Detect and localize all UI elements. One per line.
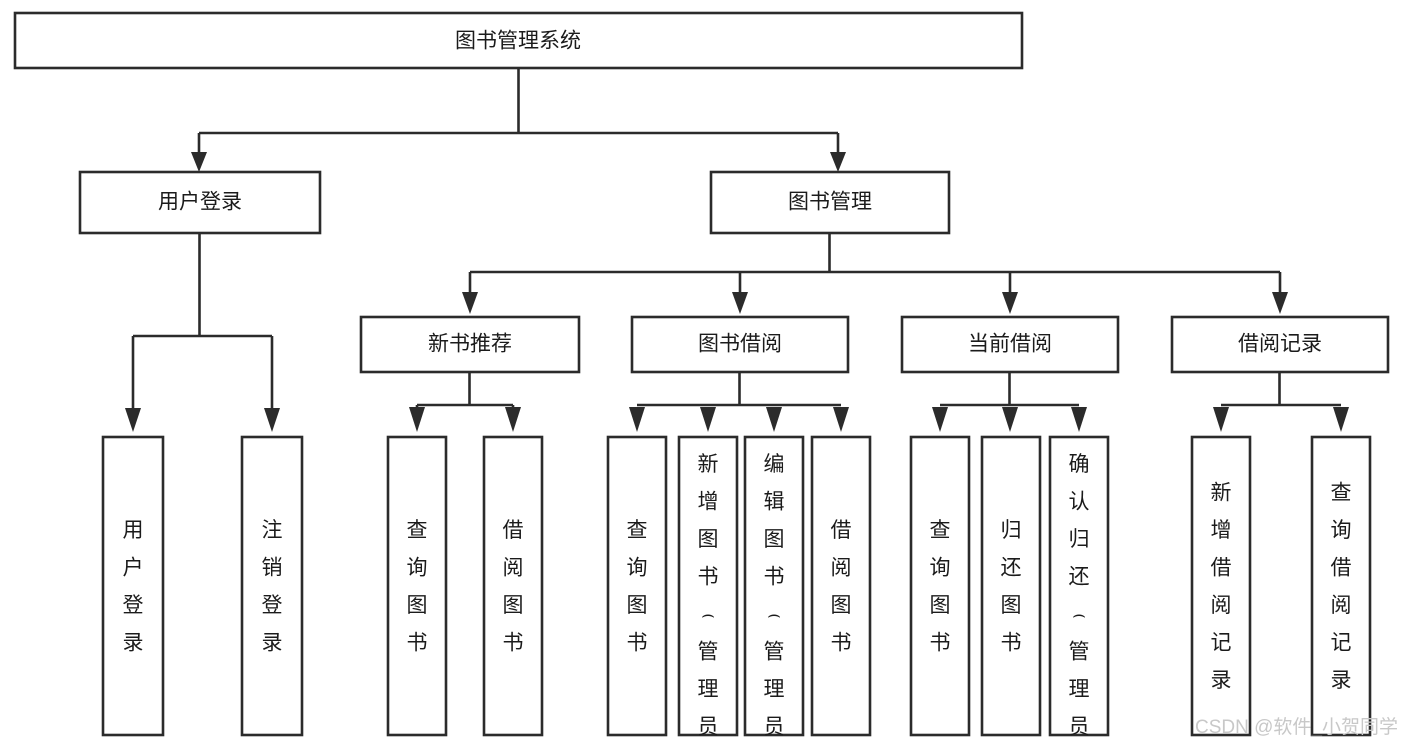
csdn-watermark: CSDN @软件_小贺同学 xyxy=(1195,716,1398,738)
node-user-login-box[interactable] xyxy=(78,170,322,235)
leaf-borrow-book-2-label: 借阅图书 xyxy=(831,519,852,655)
leaf-edit-book-label: 编辑图书⌢管理员⌣ xyxy=(764,453,785,747)
arrowhead-leaf-edit-book xyxy=(766,407,782,432)
leaf-edit-book[interactable]: 编辑图书⌢管理员⌣ xyxy=(743,435,805,747)
leaf-add-record-label: 新增借阅记录 xyxy=(1211,481,1232,692)
node-root-label: 图书管理系统 xyxy=(455,30,581,53)
arrowhead-current-borrow xyxy=(1002,292,1018,314)
leaf-confirm-return-box[interactable] xyxy=(1048,435,1110,737)
arrowhead-leaf-borrow-book-1 xyxy=(505,407,521,432)
leaf-query-record-label: 查询借阅记录 xyxy=(1331,481,1352,692)
node-book-borrow-label: 图书借阅 xyxy=(698,333,782,356)
arrowhead-leaf-query-book-1 xyxy=(409,407,425,432)
leaf-add-book-box[interactable] xyxy=(677,435,739,737)
arrowhead-leaf-query-book-2 xyxy=(629,407,645,432)
leaf-query-book-2[interactable]: 查询图书 xyxy=(606,435,668,737)
connector-layer xyxy=(125,68,1349,432)
leaf-logout-label: 注销登录 xyxy=(262,519,283,655)
leaf-add-book[interactable]: 新增图书⌢管理员⌣ xyxy=(677,435,739,747)
leaf-query-book-3-label: 查询图书 xyxy=(930,519,951,655)
leaf-query-book-3-box[interactable] xyxy=(909,435,971,737)
leaf-borrow-book-1[interactable]: 借阅图书 xyxy=(482,435,544,737)
arrowhead-leaf-borrow-book-2 xyxy=(833,407,849,432)
node-book-management-label: 图书管理 xyxy=(788,191,872,214)
arrowhead-new-book xyxy=(462,292,478,314)
leaf-confirm-return-label: 确认归还⌢管理员⌣ xyxy=(1069,453,1090,747)
leaf-return-book-label: 归还图书 xyxy=(1001,519,1022,655)
leaf-query-book-2-label: 查询图书 xyxy=(627,519,648,655)
leaf-user-login-label: 用户登录 xyxy=(123,519,144,655)
leaf-borrow-book-1-box[interactable] xyxy=(482,435,544,737)
leaf-user-login[interactable]: 用户登录 xyxy=(101,435,165,737)
node-book-management[interactable]: 图书管理 xyxy=(709,170,951,235)
leaf-add-record-box[interactable] xyxy=(1190,435,1252,737)
node-book-borrow[interactable]: 图书借阅 xyxy=(630,315,850,374)
leaf-confirm-return[interactable]: 确认归还⌢管理员⌣ xyxy=(1048,435,1110,747)
node-borrow-record-box[interactable] xyxy=(1170,315,1390,374)
leaf-query-book-1-box[interactable] xyxy=(386,435,448,737)
leaf-query-book-3[interactable]: 查询图书 xyxy=(909,435,971,737)
arrowhead-book-borrow xyxy=(732,292,748,314)
arrowhead-leaf-logout xyxy=(264,408,280,432)
node-root-box[interactable] xyxy=(13,11,1024,70)
arrowhead-leaf-add-record xyxy=(1213,407,1229,432)
arrowhead-leaf-confirm-return xyxy=(1071,407,1087,432)
node-user-login-label: 用户登录 xyxy=(158,191,242,214)
leaf-add-record[interactable]: 新增借阅记录 xyxy=(1190,435,1252,737)
node-book-management-box[interactable] xyxy=(709,170,951,235)
leaf-borrow-book-2[interactable]: 借阅图书 xyxy=(810,435,872,737)
arrowhead-book-mgmt xyxy=(830,152,846,172)
arrowhead-user-login xyxy=(191,152,207,172)
leaf-query-book-2-box[interactable] xyxy=(606,435,668,737)
node-new-book-recommend-box[interactable] xyxy=(359,315,581,374)
node-user-login[interactable]: 用户登录 xyxy=(78,170,322,235)
node-root[interactable]: 图书管理系统 xyxy=(13,11,1024,70)
leaf-return-book-box[interactable] xyxy=(980,435,1042,737)
leaf-add-book-label: 新增图书⌢管理员⌣ xyxy=(698,453,719,747)
leaf-logout[interactable]: 注销登录 xyxy=(240,435,304,737)
arrowhead-leaf-add-book xyxy=(700,407,716,432)
node-current-borrow-box[interactable] xyxy=(900,315,1120,374)
arrowhead-leaf-query-book-3 xyxy=(932,407,948,432)
leaf-logout-box[interactable] xyxy=(240,435,304,737)
node-current-borrow-label: 当前借阅 xyxy=(968,333,1052,356)
arrowhead-borrow-record xyxy=(1272,292,1288,314)
leaf-return-book[interactable]: 归还图书 xyxy=(980,435,1042,737)
arrowhead-leaf-user-login xyxy=(125,408,141,432)
leaf-query-book-1-label: 查询图书 xyxy=(407,519,428,655)
leaf-edit-book-box[interactable] xyxy=(743,435,805,737)
leaf-query-book-1[interactable]: 查询图书 xyxy=(386,435,448,737)
leaf-query-record-box[interactable] xyxy=(1310,435,1372,737)
node-new-book-recommend[interactable]: 新书推荐 xyxy=(359,315,581,374)
node-book-borrow-box[interactable] xyxy=(630,315,850,374)
node-borrow-record-label: 借阅记录 xyxy=(1238,333,1322,356)
node-new-book-recommend-label: 新书推荐 xyxy=(428,333,512,356)
arrowhead-leaf-query-record xyxy=(1333,407,1349,432)
node-current-borrow[interactable]: 当前借阅 xyxy=(900,315,1120,374)
leaf-borrow-book-1-label: 借阅图书 xyxy=(503,519,524,655)
leaf-query-record[interactable]: 查询借阅记录 xyxy=(1310,435,1372,737)
leaf-user-login-box[interactable] xyxy=(101,435,165,737)
node-borrow-record[interactable]: 借阅记录 xyxy=(1170,315,1390,374)
arrowhead-leaf-return-book xyxy=(1002,407,1018,432)
leaf-borrow-book-2-box[interactable] xyxy=(810,435,872,737)
